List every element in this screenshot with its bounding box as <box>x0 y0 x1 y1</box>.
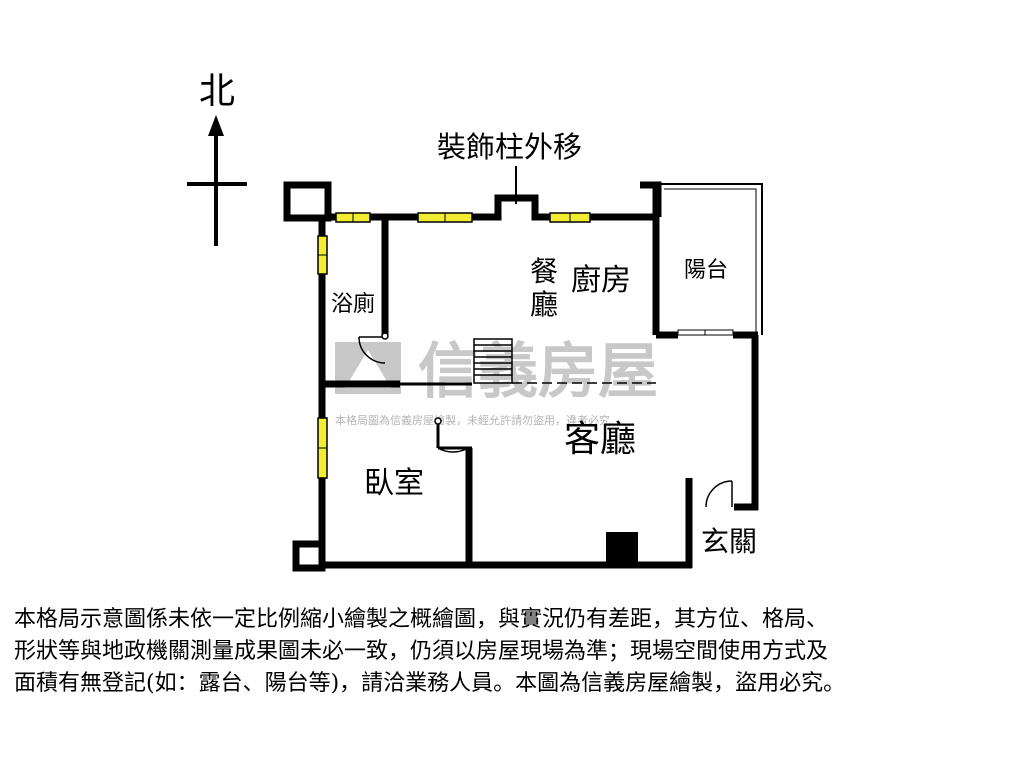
balcony-sliding-door <box>677 329 734 336</box>
watermark-logo-mark <box>345 350 391 388</box>
balcony-railing <box>659 183 763 335</box>
room-label-kitchen: 廚房 <box>571 263 631 298</box>
pillar <box>606 532 638 566</box>
watermark-brand: 信義房屋 <box>418 337 658 407</box>
disclaimer-line-3: 面積有無登記(如：露台、陽台等)，請洽業務人員。本圖為信義房屋繪製，盜用必究。 <box>14 671 846 696</box>
room-label-bathroom: 浴廁 <box>331 292 375 317</box>
north-compass: 北 <box>187 71 247 246</box>
disclaimer-line-1: 本格局示意圖係未依一定比例縮小繪製之概繪圖，與實況仍有差距，其方位、格局、 <box>14 607 829 632</box>
door-bathroom <box>358 336 386 364</box>
room-label-bedroom: 臥室 <box>364 466 424 501</box>
disclaimer: 本格局示意圖係未依一定比例縮小繪製之概繪圖，與實況仍有差距，其方位、格局、 形狀… <box>14 604 1014 700</box>
watermark-notice: 本格局圖為信義房屋繪製，未經允許請勿盜用，違者必究 <box>335 413 610 427</box>
room-label-dining-1: 餐 <box>530 255 558 288</box>
room-label-entrance: 玄關 <box>701 525 757 558</box>
room-label-dining-2: 廳 <box>530 288 558 321</box>
pillar-note: 裝飾柱外移 <box>437 130 582 164</box>
north-label: 北 <box>199 71 235 112</box>
door-bedroom <box>437 422 469 453</box>
door-entrance <box>705 480 733 508</box>
room-label-living: 客廳 <box>564 419 636 460</box>
watermark: 信義房屋 本格局圖為信義房屋繪製，未經允許請勿盜用，違者必究 <box>335 337 658 427</box>
room-label-balcony: 陽台 <box>684 258 728 283</box>
north-arrow-icon <box>208 115 224 136</box>
floor-plan: 信義房屋 本格局圖為信義房屋繪製，未經允許請勿盜用，違者必究 北 裝飾柱外移 <box>187 71 763 572</box>
disclaimer-line-2: 形狀等與地政機關測量成果圖未必一致，仍須以房屋現場為準；現場空間使用方式及 <box>14 639 829 664</box>
stairs <box>473 338 513 384</box>
